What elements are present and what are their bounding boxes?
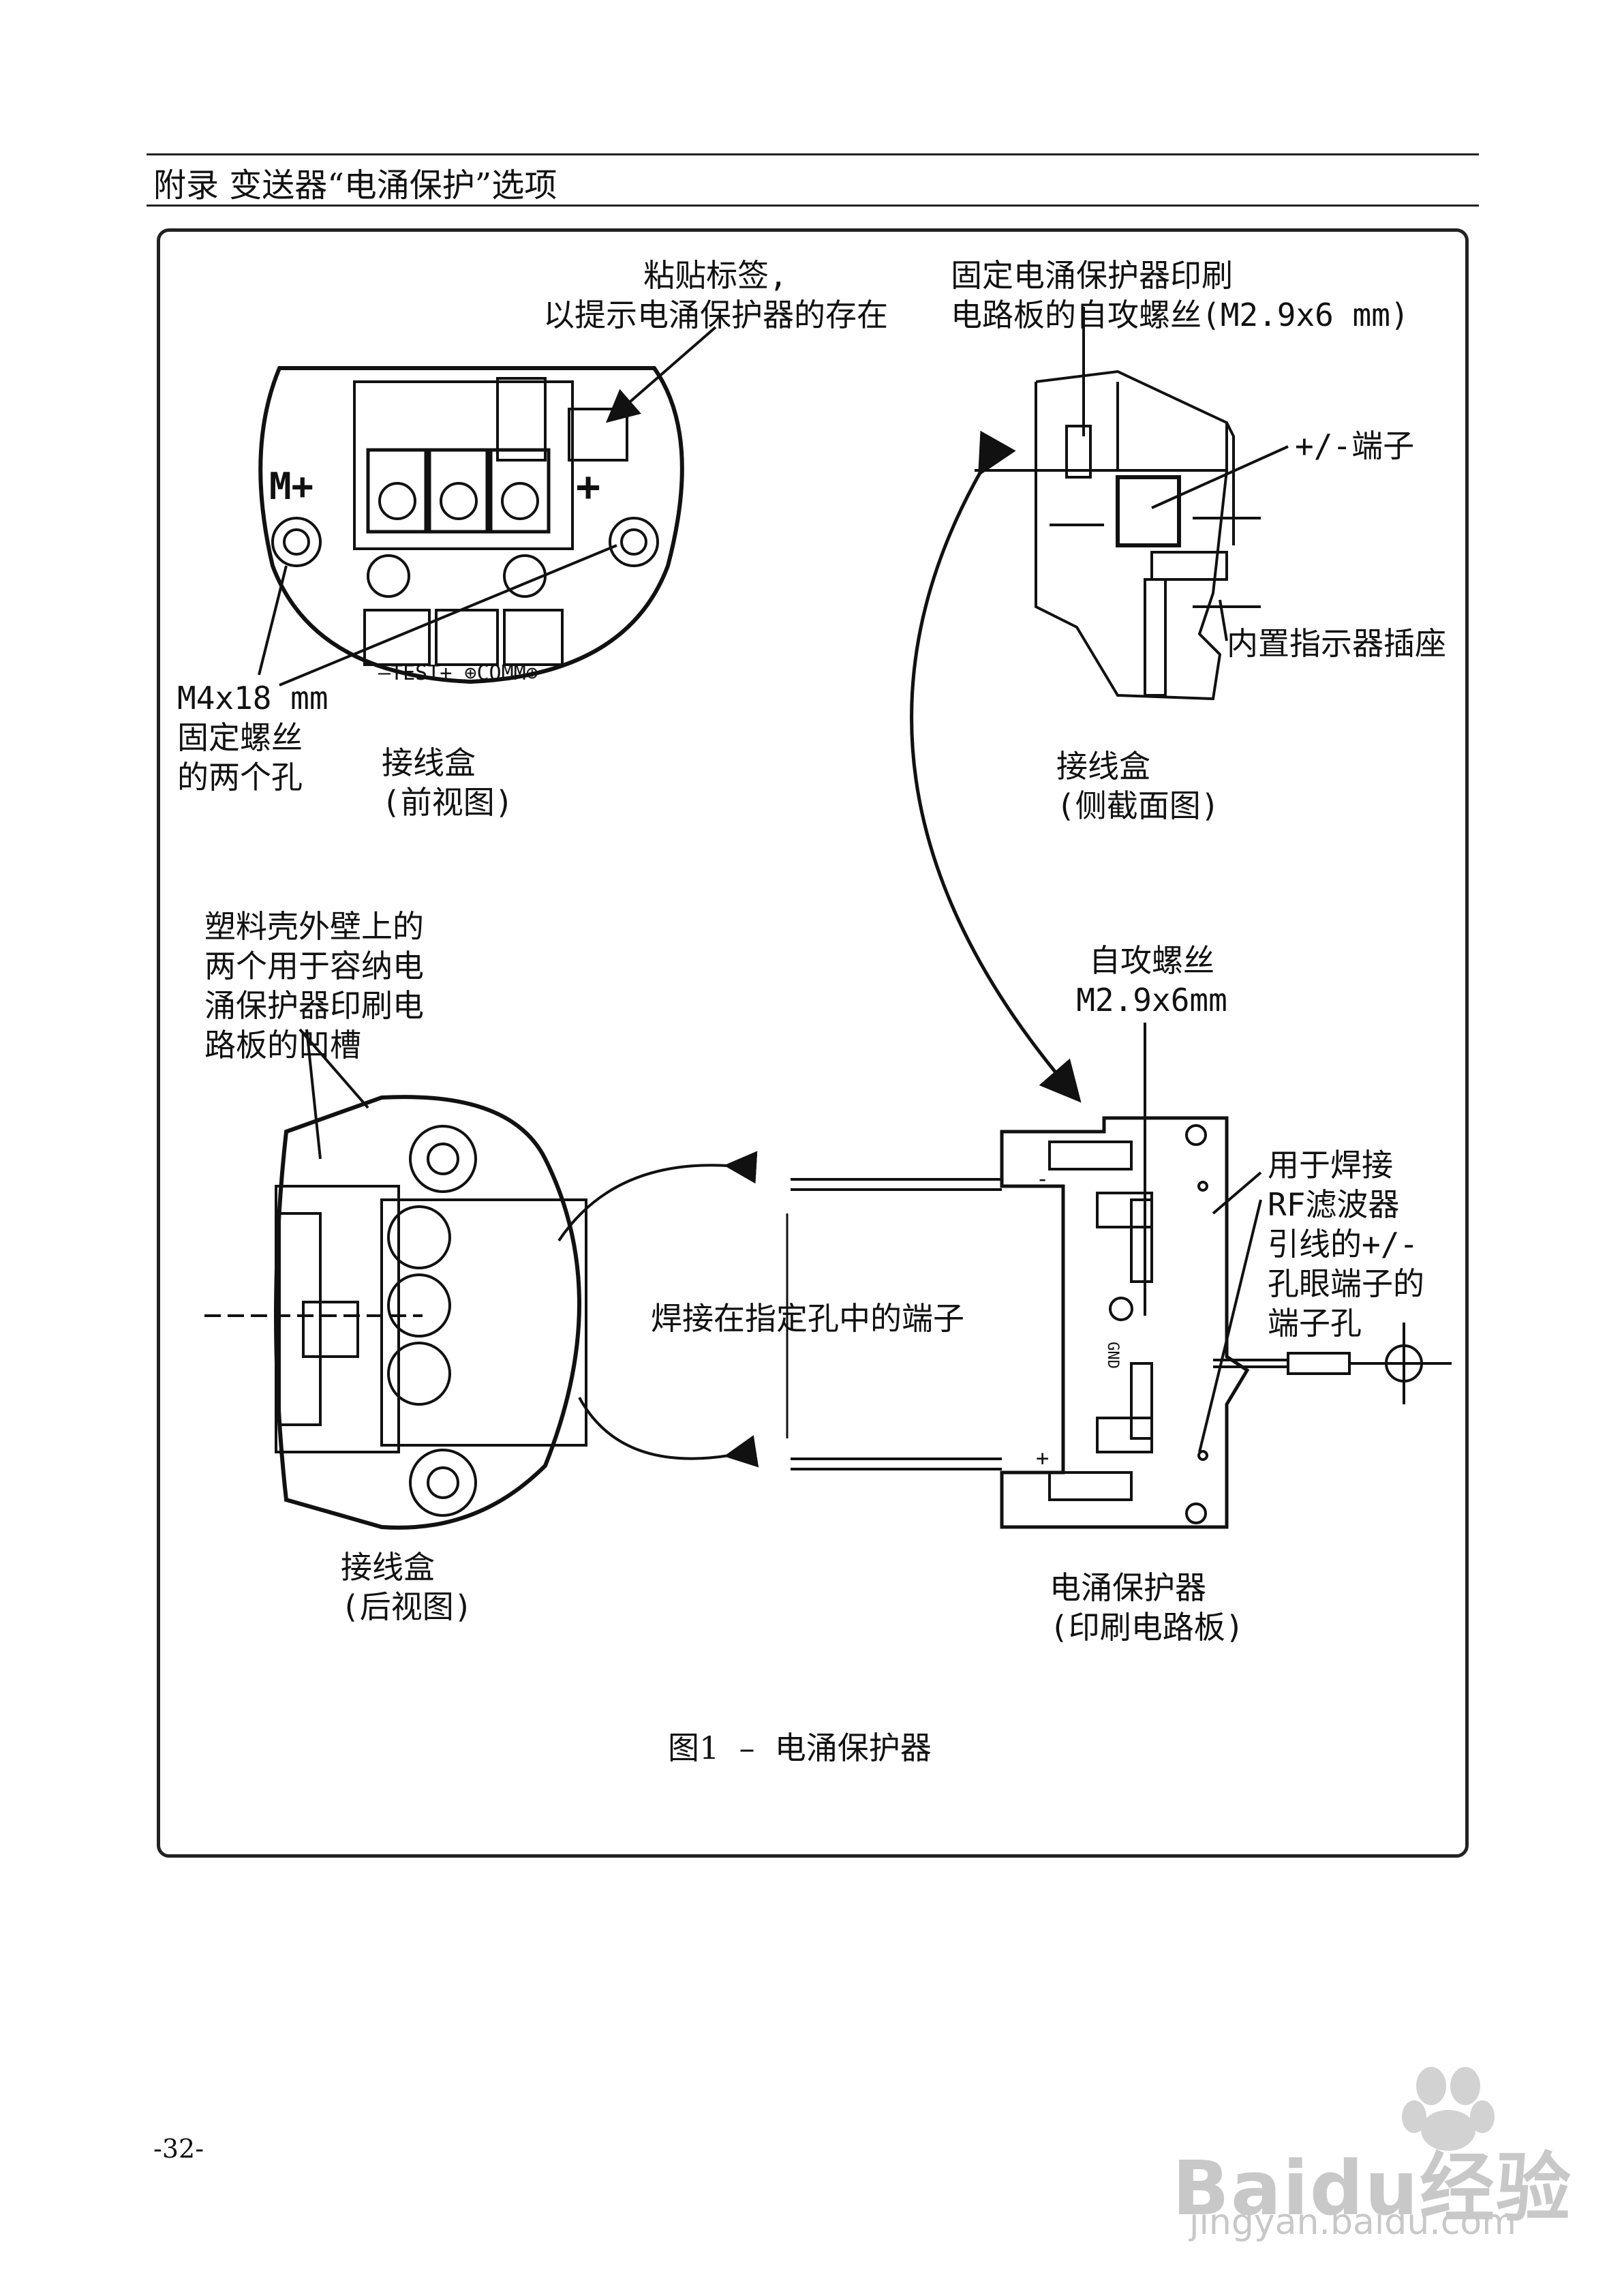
pcb-plus-mark: + (1036, 1445, 1050, 1471)
watermark-url: jingyan.baidu.com (1189, 2202, 1516, 2243)
front-holes-callout: M4x18 mm 固定螺丝 的两个孔 (177, 680, 328, 796)
pcb-view-board (786, 1023, 1452, 1529)
rear-view-title: 接线盒 (后视图) (341, 1549, 473, 1625)
page-number: -32- (153, 2134, 204, 2164)
side-socket-callout: 内置指示器插座 (1227, 625, 1446, 662)
front-view-title: 接线盒 (前视图) (382, 744, 514, 821)
pcb-gnd-mark: GND (1103, 1342, 1121, 1369)
rear-view-box (204, 1028, 587, 1530)
pcb-view-title: 电涌保护器 (印刷电路板) (1050, 1569, 1244, 1646)
header-rule-bottom (147, 205, 1479, 207)
pcb-rf-callout: 用于焊接 RF滤波器 引线的+/- 孔眼端子的 端子孔 (1268, 1147, 1424, 1342)
pcb-minus-mark: - (1036, 1166, 1050, 1192)
pcb-solder-callout: 焊接在指定孔中的端子 (651, 1300, 964, 1337)
front-label-callout: 粘贴标签, 以提示电涌保护器的存在 (543, 257, 888, 333)
baidu-paw-logo (1402, 2067, 1495, 2151)
pcb-screw-callout: 自攻螺丝 M2.9x6mm (1076, 942, 1227, 1018)
front-plus-mark: + (576, 463, 601, 511)
front-terminal-strip: —TEST+ ⊕COMM⊕ (378, 661, 538, 685)
side-view-title: 接线盒 (侧截面图) (1056, 748, 1220, 824)
figure-frame (157, 228, 1469, 1858)
figure-caption: 图1 – 电涌保护器 (668, 1729, 932, 1766)
side-terminal-callout: +/-端子 (1295, 427, 1415, 464)
rear-groove-callout: 塑料壳外壁上的 两个用于容纳电 涌保护器印刷电 路板的凹槽 (204, 908, 424, 1063)
front-view-box (258, 326, 717, 686)
header-title: 附录 变送器“电涌保护”选项 (153, 166, 557, 205)
side-screw-callout: 固定电涌保护器印刷 电路板的自攻螺丝(M2.9x6 mm) (951, 257, 1409, 333)
front-m-plus-mark: M+ (269, 465, 314, 508)
watermark-brand: Baidu经验 (1172, 2145, 1572, 2232)
header-rule-top (147, 153, 1479, 155)
